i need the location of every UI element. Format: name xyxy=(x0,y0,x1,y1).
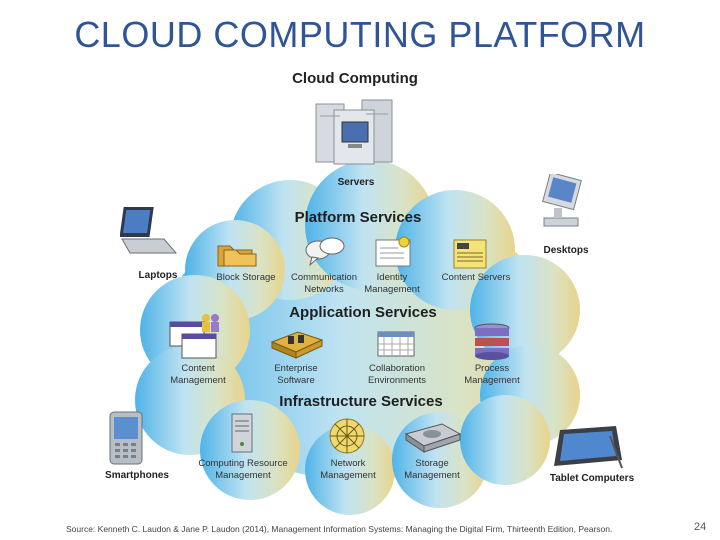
enterprise-software-icon xyxy=(270,331,324,359)
block-storage-label: Block Storage xyxy=(216,272,276,283)
collaboration-environments-label: Collaboration Environments xyxy=(367,363,427,386)
process-management-icon xyxy=(474,323,510,360)
content-servers-label: Content Servers xyxy=(441,272,511,283)
laptops-label: Laptops xyxy=(138,270,178,281)
network-management-label: Network Management xyxy=(320,458,376,481)
computing-resource-icon xyxy=(231,413,253,453)
process-management-label: Process Management xyxy=(464,363,520,386)
tablet-computers-label: Tablet Computers xyxy=(549,473,635,484)
smartphones-label: Smartphones xyxy=(105,470,169,481)
content-servers-icon xyxy=(453,239,487,269)
laptop-icon xyxy=(120,207,178,254)
servers-icon xyxy=(315,99,393,165)
collaboration-environments-icon xyxy=(377,331,415,357)
desktops-label: Desktops xyxy=(543,245,589,256)
platform-services-title: Platform Services xyxy=(294,209,422,226)
smartphone-icon xyxy=(109,411,143,465)
storage-management-icon xyxy=(404,423,462,453)
identity-management-icon xyxy=(375,236,411,267)
enterprise-software-label: Enterprise Software xyxy=(274,363,318,386)
desktop-icon xyxy=(542,174,582,227)
page-number: 24 xyxy=(694,521,707,533)
communication-networks-icon xyxy=(305,237,345,267)
slide-title: CLOUD COMPUTING PLATFORM xyxy=(74,14,646,55)
identity-management-label: Identity Management xyxy=(364,272,420,295)
servers-label: Servers xyxy=(337,177,375,188)
content-management-icon xyxy=(169,314,219,359)
content-management-label: Content Management xyxy=(170,363,226,386)
network-management-icon xyxy=(329,418,365,454)
source-citation: Source: Kenneth C. Laudon & Jane P. Laud… xyxy=(66,524,613,534)
tablet-icon xyxy=(554,426,623,469)
infrastructure-services-title: Infrastructure Services xyxy=(279,393,443,410)
communication-networks-label: Communication Networks xyxy=(291,272,357,295)
diagram-title: Cloud Computing xyxy=(292,70,418,87)
computing-resource-management-label: Computing Resource Management xyxy=(198,458,288,481)
storage-management-label: Storage Management xyxy=(404,458,460,481)
block-storage-icon xyxy=(217,245,257,267)
application-services-title: Application Services xyxy=(289,304,437,321)
